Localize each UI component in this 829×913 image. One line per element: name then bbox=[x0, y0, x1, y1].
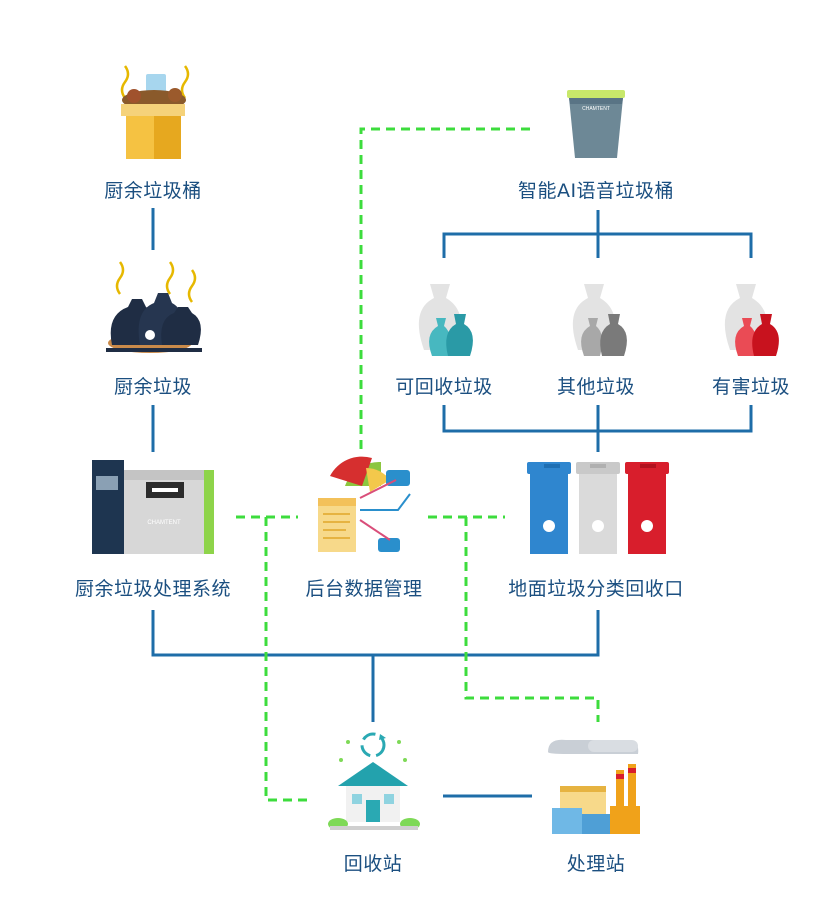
node-recyclable-label: 可回收垃圾 bbox=[395, 376, 493, 398]
dash-aibin-to-backend bbox=[359, 127, 530, 452]
dash-system-to-recycle bbox=[264, 517, 310, 802]
line-bottom-bus bbox=[151, 610, 600, 657]
node-processing-station-label: 处理站 bbox=[566, 853, 626, 875]
recycle-symbol-icon bbox=[360, 732, 386, 758]
node-hazardous-label: 有害垃圾 bbox=[711, 376, 791, 398]
node-kitchen-bin-label: 厨余垃圾桶 bbox=[104, 180, 202, 202]
machine-brand-text: CHAMTENT bbox=[147, 520, 181, 526]
dash-ground-to-processing bbox=[464, 517, 600, 722]
node-backend-label: 后台数据管理 bbox=[305, 578, 423, 600]
node-kitchen-waste-label: 厨余垃圾 bbox=[113, 376, 193, 398]
dashed-connectors bbox=[236, 127, 600, 802]
node-ground-station-label: 地面垃圾分类回收口 bbox=[508, 578, 684, 600]
node-ai-bin-label: 智能AI语音垃圾桶 bbox=[517, 180, 675, 202]
ai-bin-brand-text: CHAMTENT bbox=[582, 106, 610, 112]
solid-connectors bbox=[151, 208, 753, 798]
node-kitchen-system-label: 厨余垃圾处理系统 bbox=[74, 578, 232, 600]
node-recycle-station-label: 回收站 bbox=[343, 853, 403, 875]
node-other-label: 其他垃圾 bbox=[556, 376, 636, 398]
